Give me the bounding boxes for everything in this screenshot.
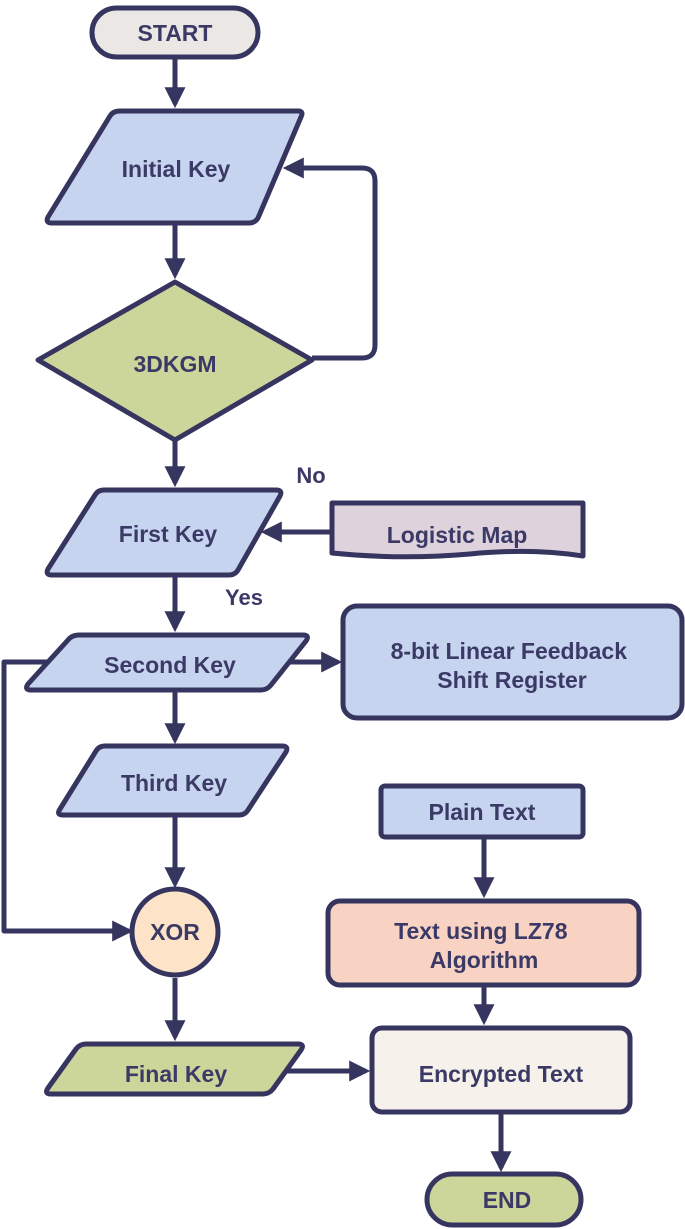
third-key-label: Third Key	[121, 770, 227, 796]
initial-key-parallelogram	[44, 108, 305, 226]
node-initial-key: Initial Key	[44, 108, 305, 226]
node-final-key: Final Key	[44, 1041, 305, 1097]
lfsr-box	[340, 603, 685, 721]
xor-circle	[129, 886, 221, 978]
lz78-label-line1: Text using LZ78	[394, 918, 568, 944]
end-label: END	[483, 1187, 532, 1213]
node-encrypted-text: Encrypted Text	[369, 1025, 633, 1115]
node-plain-text: Plain Text	[378, 783, 586, 840]
node-third-key: Third Key	[56, 743, 290, 818]
node-start: START	[89, 5, 261, 60]
loop-3dkgm-to-initial-key	[282, 157, 378, 361]
3dkgm-label: 3DKGM	[133, 351, 216, 377]
node-xor: XOR	[129, 886, 221, 978]
second-key-parallelogram	[24, 632, 310, 693]
node-3dkgm: 3DKGM	[35, 279, 315, 443]
final-key-parallelogram	[44, 1041, 305, 1097]
node-lz78: Text using LZ78 Algorithm	[325, 898, 642, 988]
first-key-label: First Key	[119, 521, 218, 547]
lfsr-label: 8-bit Linear Feedback Shift Register	[391, 638, 634, 693]
node-first-key: First Key	[44, 487, 284, 578]
end-terminator	[424, 1171, 584, 1228]
final-key-label: Final Key	[125, 1061, 227, 1087]
logistic-map-label: Logistic Map	[387, 522, 528, 548]
first-key-parallelogram	[44, 487, 284, 578]
node-end: END	[424, 1171, 584, 1228]
connectors	[1, 57, 512, 1173]
encrypted-text-box	[369, 1025, 633, 1115]
node-lfsr: 8-bit Linear Feedback Shift Register	[340, 603, 685, 721]
bypass-second-key-to-xor	[1, 659, 134, 942]
lz78-label: Text using LZ78 Algorithm	[394, 918, 574, 973]
third-key-parallelogram	[56, 743, 290, 818]
edge-label-yes: Yes	[225, 585, 263, 610]
second-key-label: Second Key	[104, 652, 236, 678]
start-label: START	[138, 20, 213, 46]
node-second-key: Second Key	[24, 632, 310, 693]
lz78-box	[325, 898, 642, 988]
encrypted-text-label: Encrypted Text	[419, 1061, 584, 1087]
start-terminator	[89, 5, 261, 60]
plain-text-label: Plain Text	[429, 799, 536, 825]
initial-key-label: Initial Key	[122, 156, 231, 182]
plain-text-box	[378, 783, 586, 840]
lfsr-label-line1: 8-bit Linear Feedback	[391, 638, 628, 664]
lfsr-label-line2: Shift Register	[437, 667, 587, 693]
edge-label-no: No	[296, 463, 325, 488]
lz78-label-line2: Algorithm	[430, 947, 539, 973]
node-logistic-map: Logistic Map	[329, 500, 586, 560]
3dkgm-diamond	[35, 279, 315, 443]
xor-label: XOR	[150, 919, 200, 945]
logistic-map-wave-box	[329, 500, 586, 560]
